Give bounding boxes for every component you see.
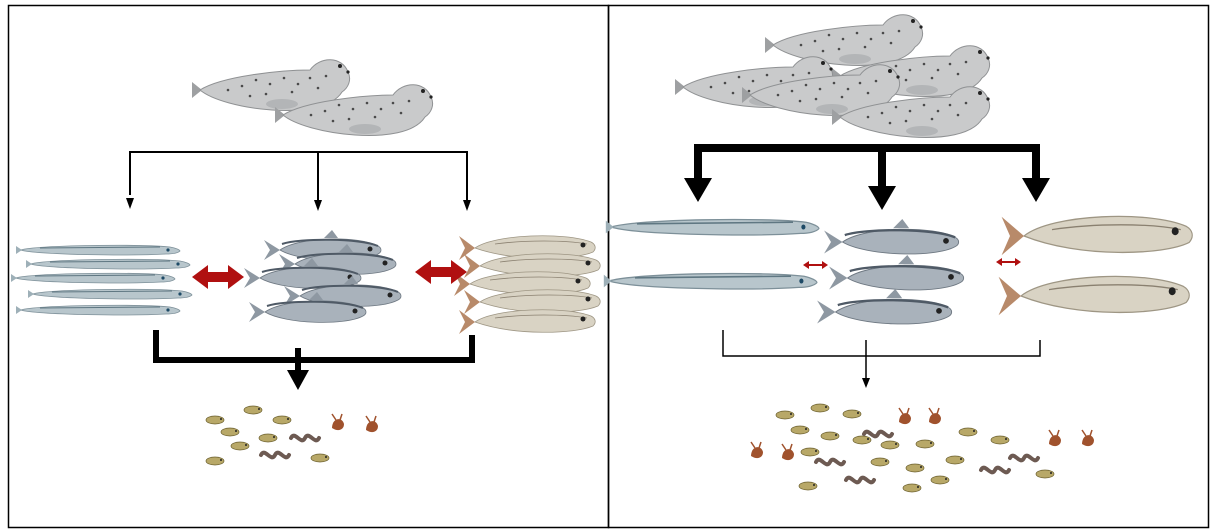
amphipod-icon <box>332 414 344 430</box>
herring-school-left <box>244 230 401 322</box>
amphipod-icon <box>899 408 911 424</box>
copepod-icon <box>221 428 239 436</box>
panel-right <box>604 15 1192 492</box>
grazing-arrows-left <box>156 330 472 375</box>
herring-school-right <box>817 219 964 324</box>
copepod-icon <box>906 464 924 472</box>
double-arrow-icon <box>192 265 244 289</box>
herring-icon <box>824 219 959 254</box>
whitefish-icon <box>1002 216 1193 255</box>
whitefish-icon <box>999 276 1190 315</box>
copepod-icon <box>231 442 249 450</box>
whitefish-icon <box>459 310 595 334</box>
arrow-head-icon <box>684 178 712 202</box>
copepod-icon <box>273 416 291 424</box>
copepod-icon <box>801 448 819 456</box>
amphipod-icon <box>782 444 794 460</box>
worm-icon <box>864 432 892 437</box>
herring-icon <box>829 255 964 290</box>
copepod-icon <box>311 454 329 462</box>
copepod-icon <box>931 476 949 484</box>
whitefish-school-left <box>454 236 600 334</box>
predation-arrows-left <box>130 152 467 205</box>
worm-icon <box>981 468 1009 473</box>
copepod-icon <box>206 457 224 465</box>
amphipod-icon <box>1049 430 1061 446</box>
sandeel-icon <box>28 289 192 299</box>
double-arrow-icon <box>803 261 828 269</box>
copepod-icon <box>799 482 817 490</box>
amphipod-icon <box>751 442 763 458</box>
sandeel-icon <box>26 259 190 269</box>
worm-icon <box>816 460 844 465</box>
prey-field-right <box>751 404 1094 492</box>
seal-group-right <box>675 15 990 138</box>
copepod-icon <box>206 416 224 424</box>
copepod-icon <box>791 426 809 434</box>
prey-field-left <box>206 406 378 465</box>
copepod-icon <box>916 440 934 448</box>
sandeel-icon <box>606 220 819 235</box>
predation-arrows-right <box>698 148 1036 186</box>
copepod-icon <box>843 410 861 418</box>
arrow-head-icon <box>314 200 322 211</box>
amphipod-icon <box>929 408 941 424</box>
copepod-icon <box>821 432 839 440</box>
copepod-icon <box>259 434 277 442</box>
copepod-icon <box>959 428 977 436</box>
worm-icon <box>1010 456 1038 461</box>
worm-icon <box>291 436 319 441</box>
copepod-icon <box>811 404 829 412</box>
arrow-head-icon <box>463 200 471 211</box>
copepod-icon <box>991 436 1009 444</box>
herring-icon <box>817 289 952 324</box>
amphipod-icon <box>366 416 378 432</box>
copepod-icon <box>871 458 889 466</box>
worm-icon <box>261 453 289 458</box>
sandeel-icon <box>16 245 180 255</box>
copepod-icon <box>881 441 899 449</box>
sandeel-school-left <box>11 245 192 315</box>
seal-group-left <box>192 60 433 136</box>
grazing-arrows-right <box>723 330 1040 380</box>
copepod-icon <box>853 436 871 444</box>
whitefish-school-right <box>999 216 1193 315</box>
double-arrow-icon <box>996 258 1021 266</box>
arrow-head-icon <box>868 186 896 210</box>
copepod-icon <box>903 484 921 492</box>
worm-icon <box>846 478 874 483</box>
arrow-head-icon <box>287 370 309 390</box>
arrow-head-icon <box>862 378 870 388</box>
copepod-icon <box>776 411 794 419</box>
arrow-head-icon <box>1022 178 1050 202</box>
copepod-icon <box>244 406 262 414</box>
sandeel-icon <box>11 273 175 283</box>
amphipod-icon <box>1082 430 1094 446</box>
sandeel-icon <box>16 305 180 315</box>
sandeel-icon <box>604 274 817 289</box>
seal-icon <box>765 15 923 66</box>
arrow-head-icon <box>126 198 134 209</box>
panel-left <box>11 60 600 465</box>
copepod-icon <box>946 456 964 464</box>
sandeel-school-right <box>604 220 819 289</box>
copepod-icon <box>1036 470 1054 478</box>
